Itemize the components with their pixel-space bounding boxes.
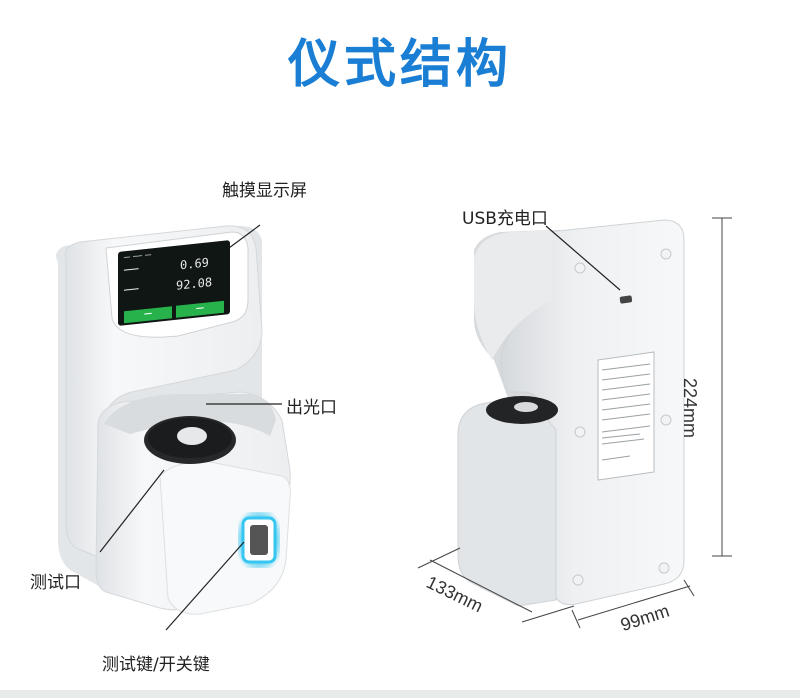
dimension-height: 224mm	[680, 378, 700, 439]
page-title: 仪式结构	[287, 35, 512, 95]
right-device	[457, 219, 685, 607]
touch-screen-display: ━━ ━━━ ━━ ━━━━ 0.69 ━━━━ 92.08 ━━ ━━	[118, 240, 230, 326]
label-usb-port: USB充电口	[462, 209, 548, 229]
screen-row-label: ━━━━	[124, 285, 139, 295]
dimension-lines	[417, 217, 732, 629]
label-test-port: 测试口	[30, 573, 81, 593]
screen-button-right[interactable]: ━━	[176, 300, 224, 318]
footer-divider	[0, 690, 800, 698]
screen-reading-2: 92.08	[176, 274, 213, 293]
screen-button-left[interactable]: ━━	[124, 306, 172, 324]
screen-row-label: ━━━━	[124, 265, 139, 275]
label-test-power-key: 测试键/开关键	[102, 655, 210, 675]
screen-reading-1: 0.69	[180, 255, 209, 273]
label-touch-screen: 触摸显示屏	[222, 181, 307, 201]
label-light-outlet: 出光口	[286, 398, 337, 418]
screen-status-bar: ━━ ━━━ ━━	[124, 252, 152, 262]
